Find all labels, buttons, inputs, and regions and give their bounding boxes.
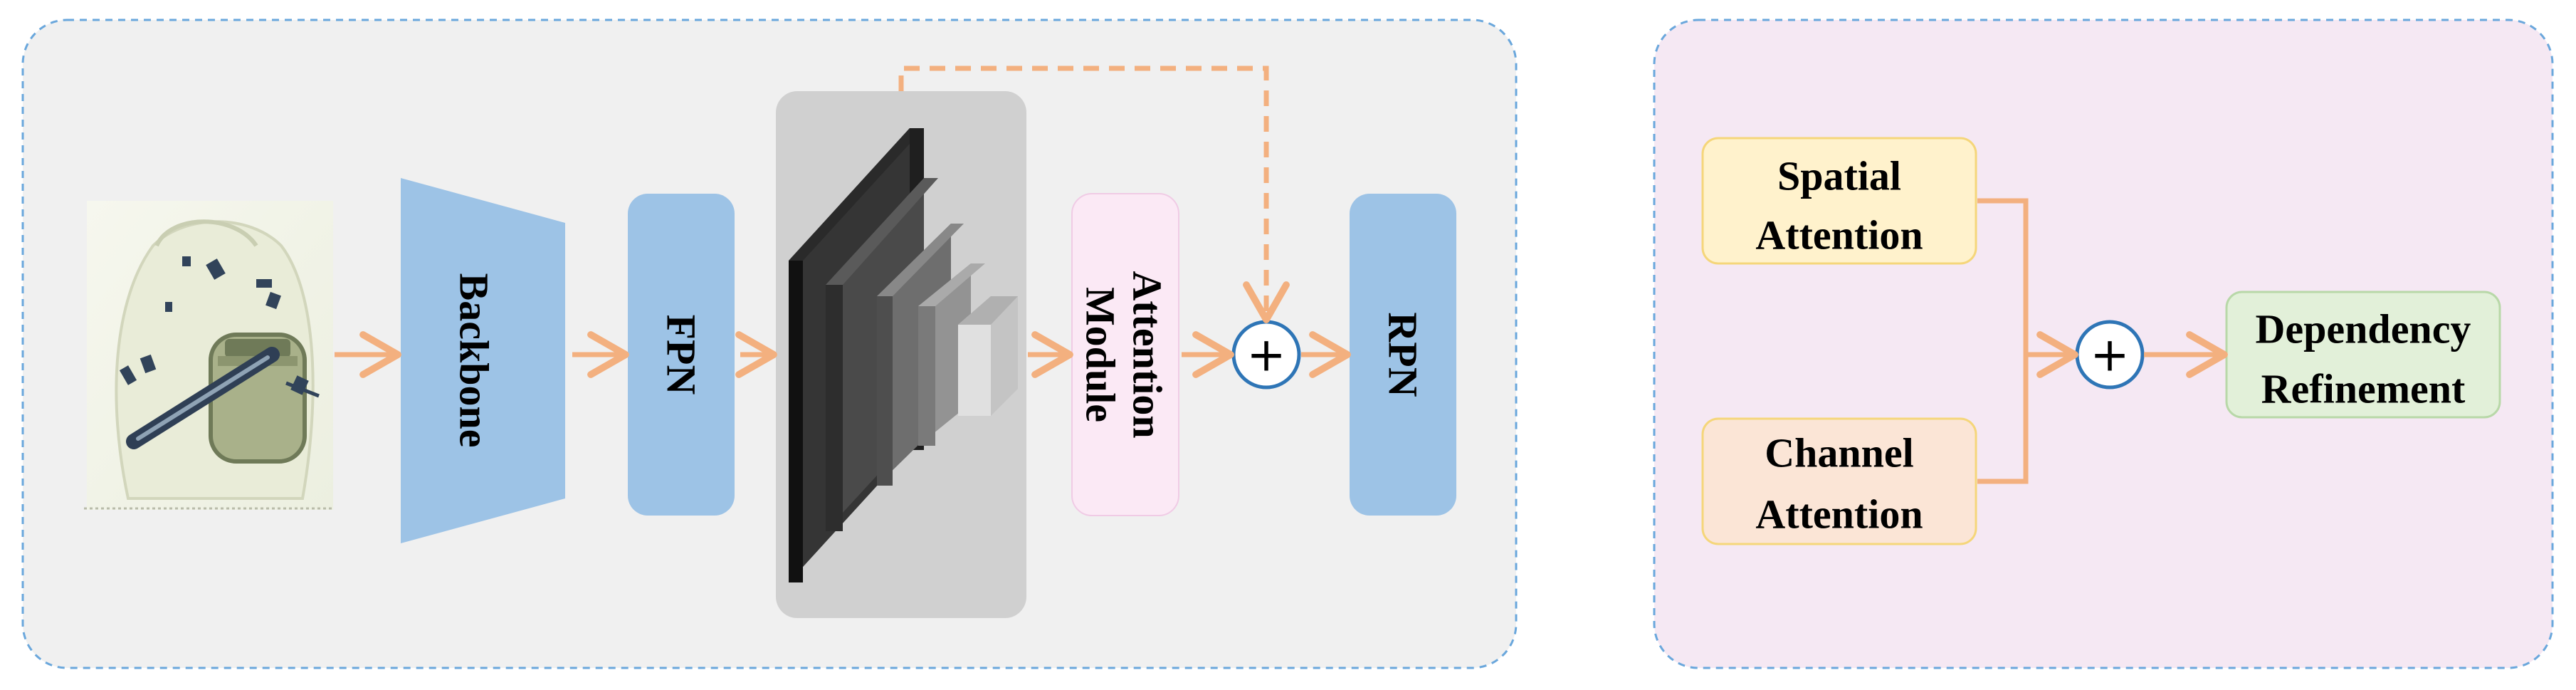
backbone-label: Backbone [451, 273, 498, 448]
spatial-connector [1977, 198, 2029, 484]
fpn-block [628, 194, 735, 516]
sum-node-symbol: + [1246, 328, 1286, 382]
dependency-refinement-line2: Refinement [2261, 366, 2466, 412]
xray-input-image [84, 201, 335, 510]
fusion-sum-node-symbol: + [2090, 328, 2129, 382]
channel-attention-block [1701, 417, 1977, 545]
spatial-attention-line1: Spatial [1777, 153, 1901, 199]
detail-arrows [1977, 198, 2228, 484]
channel-attention-line1: Channel [1765, 430, 1914, 476]
spatial-attention-line2: Attention [1755, 212, 1923, 258]
dependency-refinement-line1: Dependency [2256, 306, 2471, 352]
feature-pyramid [776, 91, 1026, 618]
channel-attention-line2: Attention [1755, 491, 1923, 538]
attention-module-label-line2: Module [1078, 287, 1124, 422]
rpn-label: RPN [1380, 312, 1426, 397]
pipeline-arrows [335, 66, 1351, 378]
skip-connection-arrow [898, 66, 1290, 323]
spatial-attention-block [1701, 137, 1977, 265]
backbone-block [401, 178, 565, 543]
fpn-label: FPN [658, 315, 705, 395]
rpn-block [1350, 194, 1456, 516]
attention-module-label-line1: Attention [1125, 271, 1171, 438]
